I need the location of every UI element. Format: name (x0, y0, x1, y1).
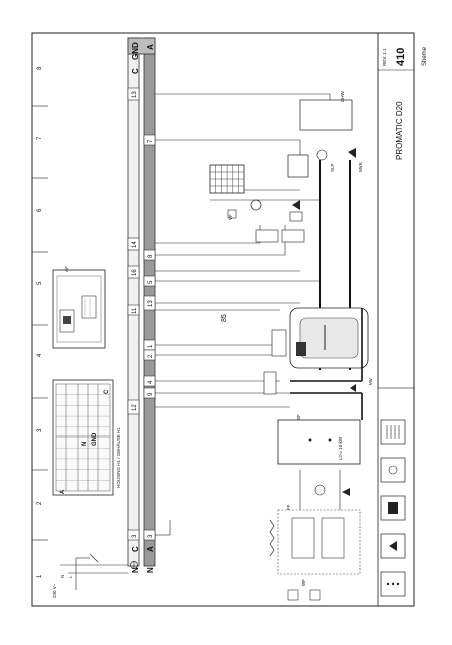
terminal-rail-c (127, 37, 140, 567)
heat-generator (271, 307, 369, 369)
main-switch-icon (89, 553, 99, 563)
column-number: 4 (37, 353, 43, 357)
sheet-caption: Sheme (422, 46, 428, 66)
page-number: 85 (221, 314, 228, 322)
controller-tag-af: AF (64, 266, 69, 272)
terminal-c-3: 3 (127, 529, 140, 541)
mixing-valve-icon (350, 384, 356, 392)
terminal-c-11: 11 (127, 304, 140, 316)
supply-l-label: L (68, 575, 73, 578)
gnd-label: GND (131, 42, 140, 60)
rail-c-label-top: C (131, 68, 140, 74)
housing-col-gnd: GND (92, 432, 98, 446)
housing-col-a: A (60, 489, 66, 494)
rail-a-label-bottom: A (146, 546, 155, 552)
terminal-a-8: 8 (143, 249, 156, 261)
title-block: 410 REV. 1.1 PROMATIC D20 Sheme 85 (221, 32, 428, 389)
housing-terminal-table: A N GND C HOUSING H1 / GEHÄUSE H1 (52, 379, 121, 496)
solar-pump-group: VF (210, 189, 320, 243)
heat-pump-circuit: WF FF (269, 470, 361, 601)
column-number: 1 (37, 574, 43, 578)
terminal-c-14: 14 (127, 237, 140, 251)
gnd-block (127, 37, 156, 55)
column-grid (32, 32, 48, 607)
terminal-number: 1 (148, 344, 154, 348)
tag-mvk: MVK (358, 162, 363, 172)
power-supply-section: 230 V~ N L (52, 553, 128, 598)
terminal-number: 5 (148, 280, 154, 284)
housing-col-n: N (82, 442, 88, 446)
mixing-valve-icon (348, 148, 356, 158)
column-number: 8 (37, 66, 43, 70)
housing-col-c: C (104, 389, 110, 394)
tag-slp: SLP (330, 163, 335, 172)
terminal-number: 14 (132, 241, 138, 248)
mixing-valve-icon (342, 488, 350, 496)
revision-label: REV. 1.1 (382, 48, 387, 66)
product-name: PROMATIC D20 (395, 101, 404, 160)
housing-caption: HOUSING H1 / GEHÄUSE H1 (115, 427, 121, 488)
terminal-number: 9 (148, 392, 154, 396)
column-number: 3 (37, 428, 43, 432)
table-rows (56, 394, 110, 481)
terminal-a-5: 5 (143, 275, 156, 287)
terminal-a-2: 2 (143, 349, 156, 361)
terminal-number: 13 (148, 300, 154, 307)
dhw-storage-tank: SLP MVK DHW (287, 91, 363, 370)
pump-icon (314, 484, 326, 496)
terminal-a-7: 7 (143, 134, 156, 146)
tag-wf: WF (301, 579, 306, 586)
terminal-c-1: 1 (143, 339, 156, 351)
terminal-number: 12 (132, 404, 138, 411)
terminal-a-4: 4 (143, 375, 156, 387)
terminal-number: 16 (132, 269, 138, 276)
terminal-number: 3 (148, 534, 154, 538)
supply-voltage-label: 230 V~ (52, 583, 57, 598)
pump-icon (380, 457, 406, 483)
terminal-c-13: 13 (127, 87, 140, 101)
supply-n-label: N (60, 575, 65, 578)
solar-collector (209, 164, 245, 194)
terminal-number: 8 (148, 254, 154, 258)
symbol-legend (380, 419, 406, 597)
heat-pump-icon (380, 419, 406, 445)
rail-c-label-bottom: C (131, 546, 140, 552)
terminal-number: 3 (132, 534, 138, 538)
column-number: 6 (37, 208, 43, 212)
terminal-a-13: 13 (143, 295, 156, 311)
terminal-c-16: 16 (127, 265, 140, 279)
buffer-tank: Lt>= 10 kW SF (277, 414, 361, 465)
mixing-valve-icon (292, 200, 300, 210)
column-number: 7 (37, 136, 43, 140)
tag-ff: FF (286, 504, 291, 510)
heat-pump-icon (269, 519, 275, 557)
terminal-number: 13 (132, 91, 138, 98)
drawing-number: 410 (395, 48, 407, 66)
column-numbers: 1 2 3 4 5 6 7 8 (37, 66, 43, 578)
pump-icon (250, 199, 262, 211)
column-number: 2 (37, 501, 43, 505)
terminal-number: 7 (148, 139, 154, 143)
terminal-a-3: 3 (143, 529, 156, 541)
tag-dhw: DHW (340, 91, 345, 102)
pump-icon (316, 149, 328, 161)
terminal-c-9: 9 (143, 387, 156, 399)
tag-vf: VF (228, 214, 233, 220)
tag-sf: SF (296, 414, 301, 420)
wiring (155, 93, 350, 536)
terminal-c-12: 12 (127, 399, 140, 415)
column-number: 5 (37, 281, 43, 285)
rail-n-label-c: N (131, 567, 140, 573)
terminal-number: 11 (132, 307, 138, 314)
terminal-number: 4 (148, 380, 154, 384)
buffer-power-label: Lt>= 10 kW (338, 436, 343, 460)
rail-n-label: N (146, 567, 155, 573)
controller-module: AF (52, 266, 106, 349)
rail-a-label-top: A (146, 44, 155, 50)
tag-mv: MV (368, 378, 373, 385)
terminal-number: 2 (148, 354, 154, 358)
heating-pipes (290, 308, 363, 420)
